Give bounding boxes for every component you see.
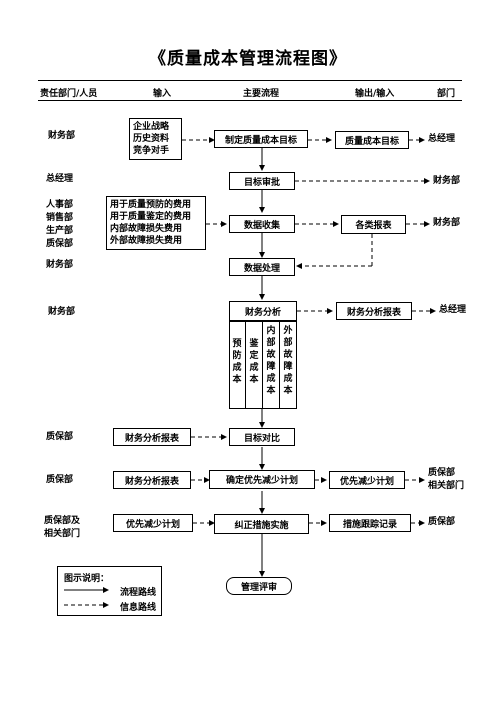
dept-label-gm: 总经理 — [46, 174, 74, 184]
input-fin-report-box: 财务分析报表 — [113, 428, 191, 446]
input-strategy-box: 企业战略 历史资料 竞争对手 — [129, 118, 182, 160]
dept-label-finance-2: 财务部 — [46, 260, 74, 270]
legend-info-label: 信息路线 — [120, 603, 157, 613]
category-divider — [262, 321, 263, 409]
legend-box: 图示说明： 流程路线 信息路线 — [57, 566, 162, 616]
header-input: 输入 — [153, 89, 172, 99]
page-title: 《质量成本管理流程图》 — [149, 49, 347, 69]
step-analyze: 财务分析 — [229, 301, 297, 321]
category-divider — [279, 321, 280, 409]
output-fin-report: 财务分析报表 — [336, 302, 412, 320]
category-external-failure: 外部故障成本 — [283, 326, 293, 396]
output-reports: 各类报表 — [341, 215, 406, 234]
dept-label-finance: 财务部 — [48, 131, 76, 141]
step-review: 管理评审 — [226, 577, 292, 595]
legend-flow-label: 流程路线 — [120, 588, 157, 598]
step-correct: 纠正措施实施 — [214, 514, 309, 534]
output-cost-target: 质量成本目标 — [335, 131, 409, 149]
category-divider — [245, 321, 246, 409]
category-prevention: 预防成本 — [232, 339, 242, 385]
input-costs-box: 用于质量预防的费用 用于质量鉴定的费用 内部故障损失费用 外部故障损失费用 — [106, 196, 206, 250]
header-output: 输出/输入 — [355, 89, 395, 99]
category-appraisal: 鉴定成本 — [249, 339, 259, 385]
output-tracking: 措施跟踪记录 — [329, 514, 411, 532]
category-internal-failure: 内部故障成本 — [266, 326, 276, 396]
dept-label-qa-related: 质保部及 相关部门 — [44, 516, 81, 539]
dept-label-qa-2: 质保部 — [46, 475, 74, 485]
step-set-target: 制定质量成本目标 — [214, 130, 308, 148]
right-label-gm-2: 总经理 — [439, 305, 467, 315]
header-dept-right: 部门 — [437, 89, 456, 99]
dept-label-finance-3: 财务部 — [48, 307, 76, 317]
header-dept: 责任部门/人员 — [40, 89, 98, 99]
right-label-qa-related: 质保部 相关部门 — [428, 468, 465, 491]
header-bottom-rule — [38, 100, 462, 101]
dept-label-qa: 质保部 — [46, 432, 74, 442]
dept-label-multi: 人事部 销售部 生产部 质保部 — [46, 200, 74, 249]
step-collect: 数据收集 — [229, 215, 295, 233]
input-priority-plan-box: 优先减少计划 — [113, 514, 193, 532]
right-label-finance-2: 财务部 — [433, 218, 461, 228]
step-approve: 目标审批 — [229, 172, 295, 190]
cost-categories — [229, 321, 297, 409]
right-label-gm: 总经理 — [428, 134, 456, 144]
legend-title: 图示说明： — [64, 574, 110, 584]
right-label-finance: 财务部 — [433, 176, 461, 186]
step-process: 数据处理 — [229, 258, 295, 276]
right-label-qa: 质保部 — [428, 517, 456, 527]
step-compare: 目标对比 — [229, 428, 295, 446]
header-top-rule — [38, 80, 462, 81]
header-main-flow: 主要流程 — [243, 89, 280, 99]
step-determine: 确定优先减少计划 — [209, 470, 315, 489]
output-priority-plan: 优先减少计划 — [329, 471, 405, 489]
input-fin-report-box-2: 财务分析报表 — [113, 471, 191, 489]
